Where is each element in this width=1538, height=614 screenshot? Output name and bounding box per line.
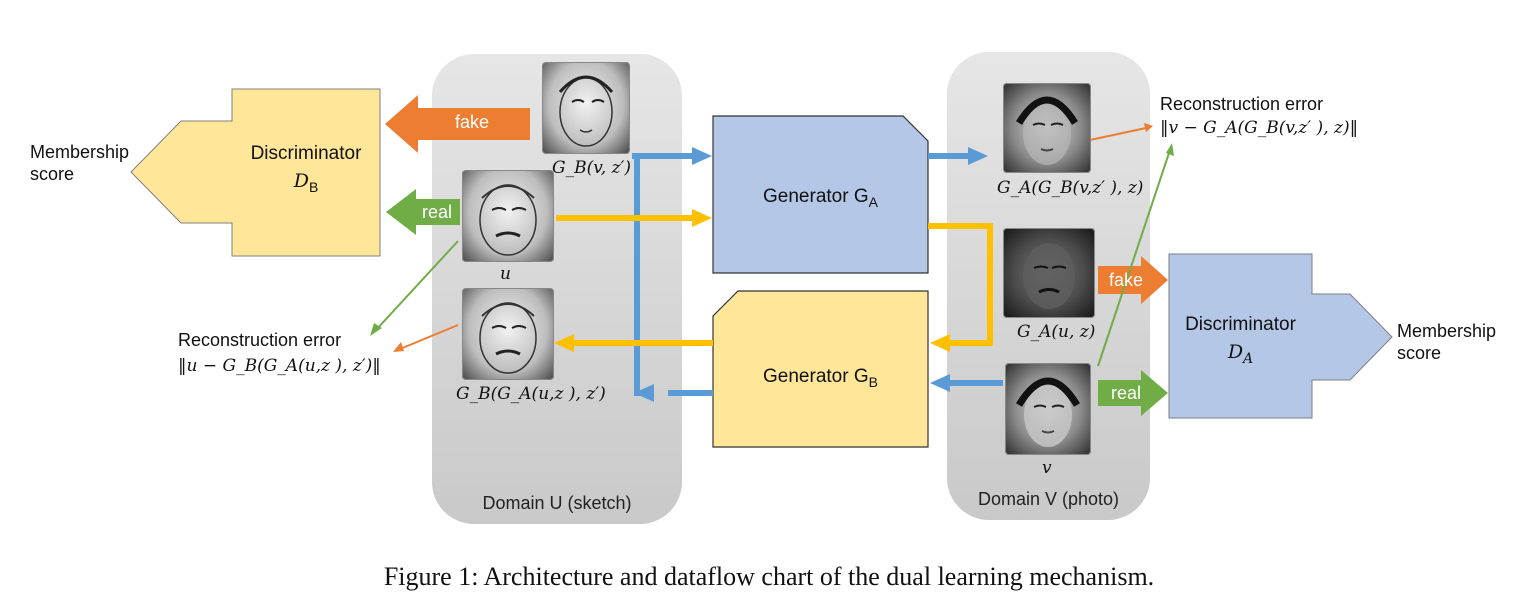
label-gb-v: G_B(v, z′) xyxy=(552,158,632,178)
reconstruction-error-v-title: Reconstruction error xyxy=(1160,94,1324,114)
generator-a-shape xyxy=(712,115,929,274)
figure-caption: Figure 1: Architecture and dataflow char… xyxy=(383,562,1155,591)
discriminator-b-symbol: DB xyxy=(293,170,319,195)
domain-u-label: Domain U (sketch) xyxy=(482,493,632,513)
fake-label-left: fake xyxy=(454,112,490,132)
discriminator-a-symbol: DA xyxy=(1227,341,1254,367)
generator-a-label: Generator GA xyxy=(763,186,878,210)
label-v: v xyxy=(1042,458,1052,478)
fake-label-right: fake xyxy=(1108,270,1144,290)
sketch-image-gb-ga-u xyxy=(462,288,554,380)
blue-arrowheads xyxy=(634,147,988,402)
label-ga-u: G_A(u, z) xyxy=(1017,322,1096,342)
reconstruction-error-v-formula: ‖v − G_A(G_B(v,z′ ), z)‖ xyxy=(1160,118,1359,138)
sketch-image-gb-v xyxy=(542,62,630,154)
fake-arrow-left[interactable] xyxy=(385,95,530,153)
discriminator-a-shape xyxy=(1168,253,1393,419)
domain-v-label: Domain V (photo) xyxy=(977,489,1120,509)
real-label-left: real xyxy=(421,202,452,222)
photo-image-v xyxy=(1005,363,1091,455)
photo-image-ga-u xyxy=(1003,228,1095,318)
label-gb-ga-u: G_B(G_A(u,z ), z′) xyxy=(456,384,606,404)
discriminator-a-title: Discriminator xyxy=(1185,314,1296,335)
reconstruction-arrowheads xyxy=(370,123,1174,352)
label-u: u xyxy=(500,264,511,284)
real-label-right: real xyxy=(1110,383,1141,403)
real-arrow-left[interactable] xyxy=(386,189,460,235)
discriminator-b-shape xyxy=(130,88,381,257)
generator-b-label: Generator GB xyxy=(763,366,878,390)
label-ga-gb-v: G_A(G_B(v,z′ ), z) xyxy=(997,178,1144,198)
reconstruction-arrows xyxy=(375,127,1171,367)
yellow-dataflow xyxy=(556,215,993,346)
discriminator-b-title: Discriminator xyxy=(250,143,362,164)
reconstruction-error-u-formula: ‖u − G_B(G_A(u,z ), z′)‖ xyxy=(178,356,381,376)
reconstruction-error-u-title: Reconstruction error xyxy=(178,330,342,350)
sketch-image-u xyxy=(462,170,554,262)
fake-arrow-right[interactable] xyxy=(1098,256,1168,304)
photo-image-ga-gb-v xyxy=(1003,83,1091,173)
generator-b-shape xyxy=(712,290,929,448)
real-arrow-right[interactable] xyxy=(1098,370,1168,416)
yellow-arrowheads xyxy=(554,209,950,352)
